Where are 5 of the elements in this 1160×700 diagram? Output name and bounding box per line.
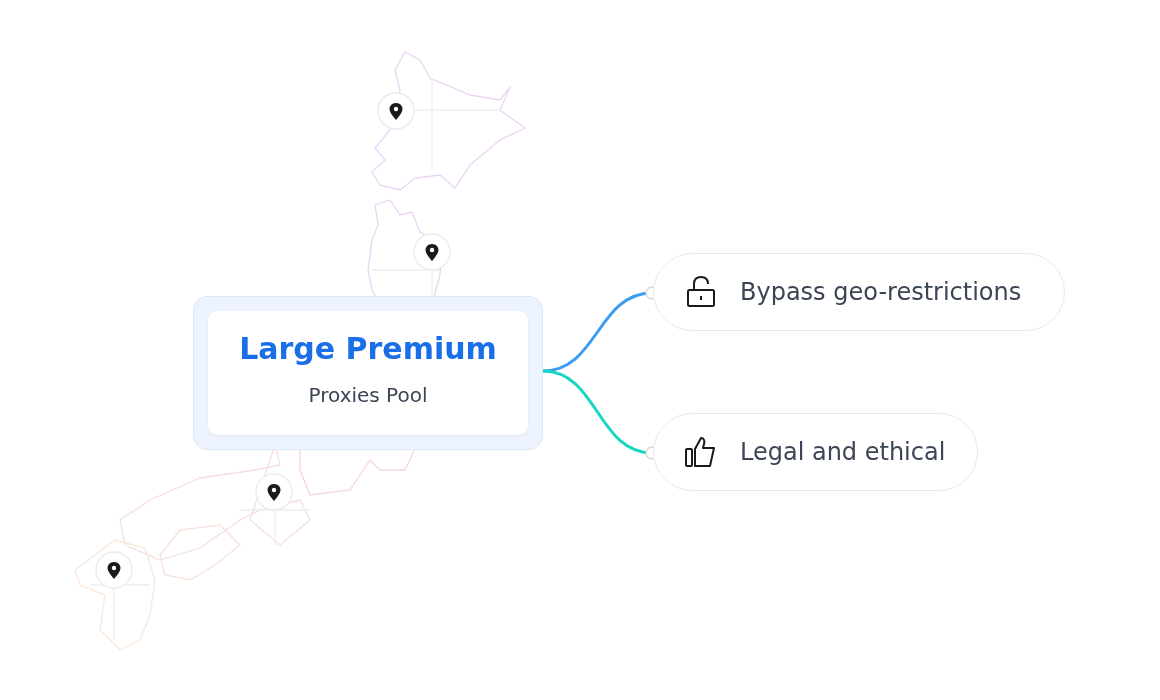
feature-label: Bypass geo-restrictions — [740, 278, 1022, 306]
node-card — [193, 296, 543, 450]
card-title: Large Premium — [238, 331, 498, 366]
card-subtitle: Proxies Pool — [307, 383, 429, 407]
feature-label: Legal and ethical — [740, 438, 946, 466]
